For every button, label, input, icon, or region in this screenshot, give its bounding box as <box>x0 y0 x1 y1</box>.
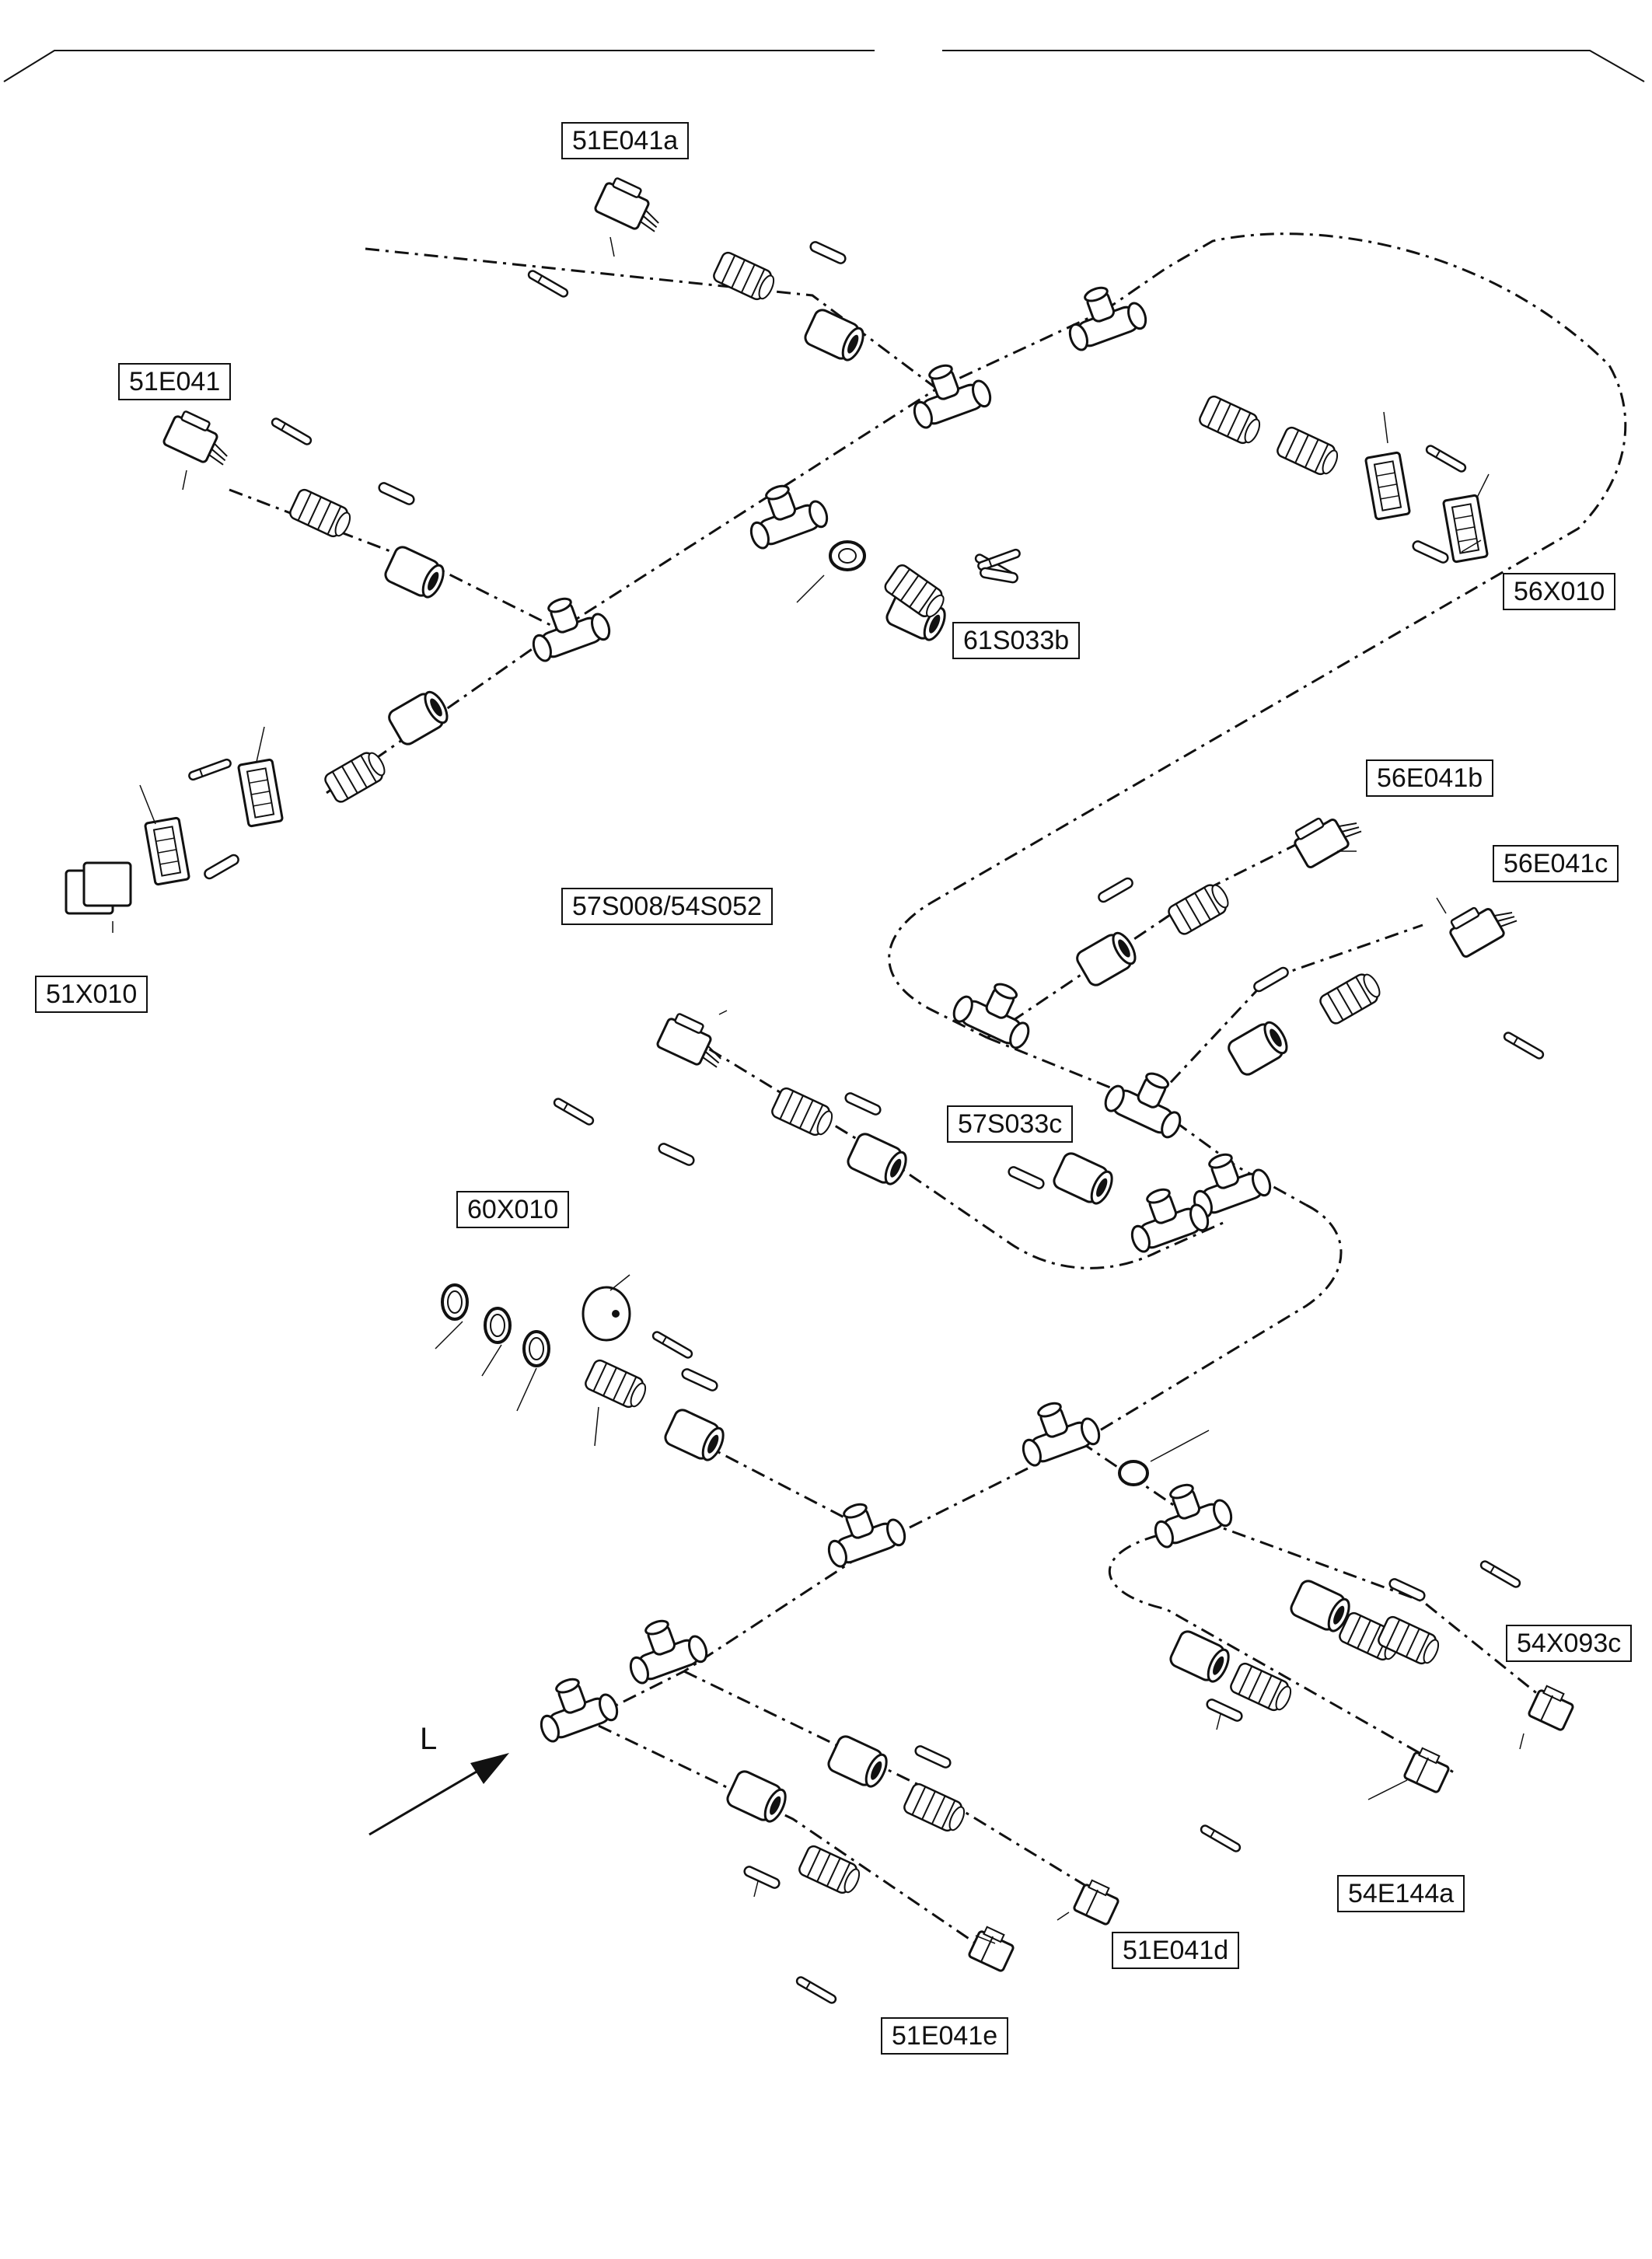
callout-51e041: 51E041 <box>118 363 232 400</box>
callout-57s033c: 57S033c <box>947 1105 1074 1143</box>
callout-56e041b: 56E041b <box>1366 759 1494 797</box>
callout-51e041d: 51E041d <box>1112 1932 1240 1969</box>
callout-56x010: 56X010 <box>1503 573 1616 610</box>
callout-54x093c: 54X093c <box>1506 1625 1633 1662</box>
callout-56e041c: 56E041c <box>1493 845 1619 882</box>
callout-51e041e: 51E041e <box>881 2017 1009 2055</box>
page-border <box>3 50 1645 82</box>
round-connector-60x010 <box>441 1283 1149 1486</box>
grommet-61s033b <box>829 540 1019 623</box>
cable-runs <box>229 232 1627 1953</box>
callout-61s033b: 61S033b <box>952 622 1081 659</box>
pins-and-seals <box>187 239 1545 2006</box>
callout-51x010: 51X010 <box>35 976 148 1013</box>
callout-54e144a: 54E144a <box>1337 1875 1465 1912</box>
callout-57s008-54s052: 57S008/54S052 <box>561 888 773 925</box>
multi-pin-blocks <box>65 451 1490 915</box>
sleeves <box>382 306 1355 1828</box>
tee-junctions <box>520 274 1275 1745</box>
leader-lines <box>112 236 1525 1944</box>
callout-60x010: 60X010 <box>456 1191 570 1228</box>
direction-label: L <box>420 1722 438 1756</box>
direction-arrow <box>368 1753 509 1836</box>
small-plugs <box>967 1682 1578 1973</box>
plug-connectors <box>161 173 1521 1074</box>
callout-51e041a: 51E041a <box>561 122 690 159</box>
nuts <box>287 250 1444 1898</box>
